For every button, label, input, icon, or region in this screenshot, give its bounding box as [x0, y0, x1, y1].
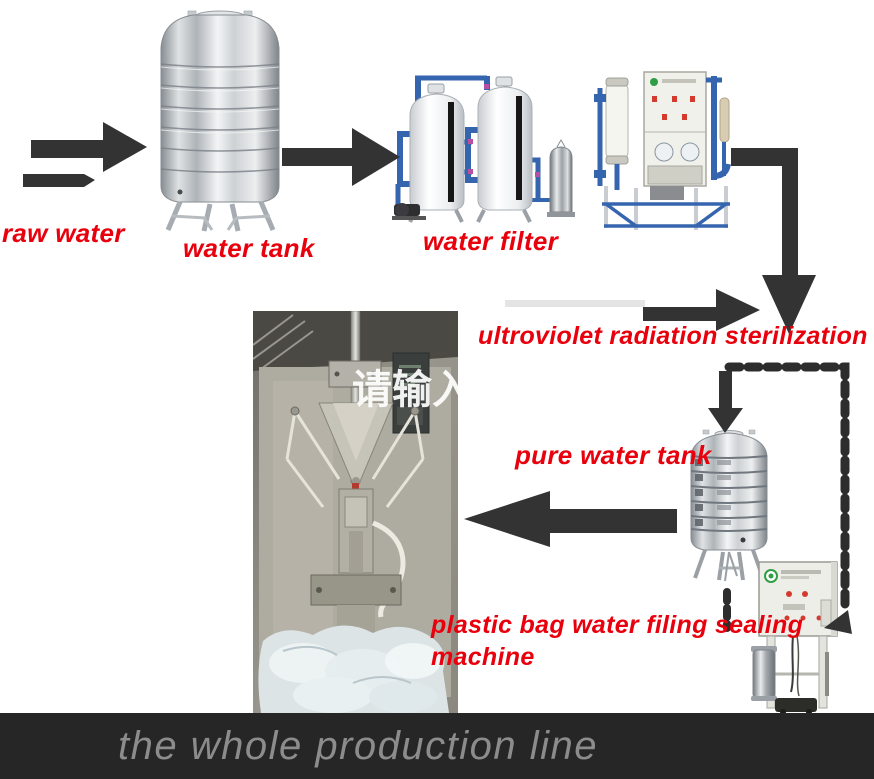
filter-to-uv-elbow-arrow [731, 148, 816, 334]
label-raw-water: raw water [2, 218, 125, 248]
sealing-unit [310, 574, 402, 606]
tank-to-machine-left-arrow [464, 491, 677, 547]
gauge [654, 142, 674, 162]
label-filling-machine-line1: plastic bag water filing sealing [431, 611, 804, 639]
filling-machine-image [253, 311, 458, 713]
raw-water-arrow [31, 122, 147, 172]
label-water-tank: water tank [183, 233, 315, 263]
tank-to-filter-arrow [282, 128, 400, 186]
tank-ribs [160, 63, 280, 173]
raw-water-underline-arrow [23, 174, 95, 187]
water-tank-illustration [160, 10, 280, 232]
label-filling-machine-line2: machine [431, 643, 535, 671]
uv-sterilizer-machine-illustration [594, 71, 731, 230]
label-water-filter: water filter [423, 226, 559, 256]
membrane-column [605, 81, 629, 161]
footer-bar: the whole production line [0, 713, 874, 779]
filling-machine-photo: 请输入 [253, 311, 458, 713]
photo-watermark: 请输入 [352, 367, 458, 413]
machine-frame [604, 186, 728, 230]
uv-to-tank-down-arrow [708, 371, 743, 433]
ss-filter-housing [547, 138, 575, 217]
label-pure-water-tank: pure water tank [515, 440, 712, 470]
footer-title: the whole production line [118, 723, 599, 768]
filter-vessel-1 [408, 83, 465, 223]
water-filter-illustration [392, 75, 575, 223]
linkage-arms [285, 410, 425, 508]
red-indicators [652, 96, 695, 120]
plastic-bags [258, 625, 449, 713]
filter-vessel-2 [476, 76, 533, 223]
uv-lamp-cylinder [752, 649, 776, 699]
gauge [680, 142, 700, 162]
pump [392, 203, 426, 220]
faded-line [505, 300, 645, 307]
band-slots [695, 459, 703, 526]
label-uv-sterilization: ultroviolet radiation sterilization [478, 322, 868, 350]
left-pipes [594, 88, 620, 190]
